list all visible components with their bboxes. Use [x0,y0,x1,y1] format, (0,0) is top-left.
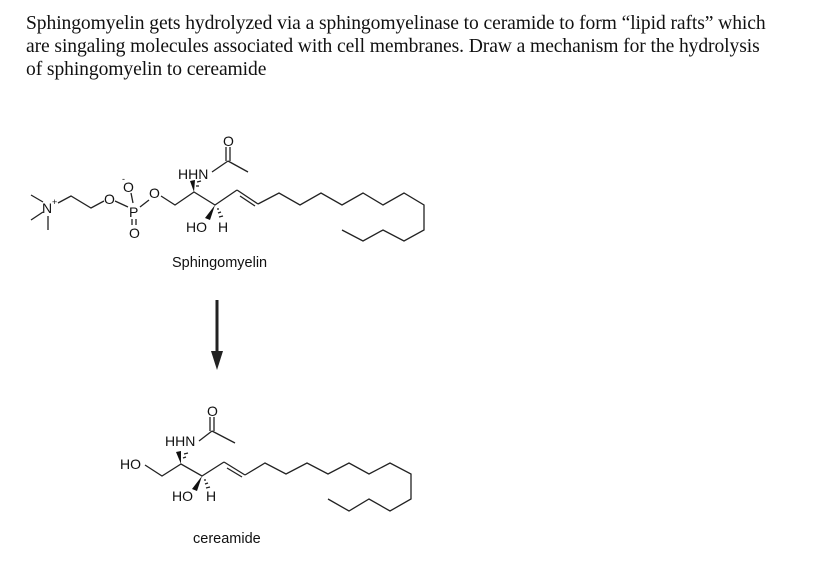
atom-amide-o: O [223,133,234,149]
atom-o-ester1: O [104,191,115,207]
ceramide-structure: HO HHN O HO H [120,403,412,512]
reactant-label: Sphingomyelin [172,255,267,271]
reaction-arrow-icon [211,300,223,370]
atom-o-minus: O [123,179,134,195]
atom-o-double: O [129,225,140,241]
atom-h: H [218,219,228,235]
atom-hhn: HHN [178,166,208,182]
atom-p: P [129,204,138,220]
atom-ho: HO [186,219,207,235]
atom-n: N [42,200,52,216]
question-line-2: are singaling molecules associated with … [26,36,760,57]
atom-ho: HO [172,488,193,504]
atom-o-ester2: O [149,185,160,201]
question-line-1: Sphingomyelin gets hydrolyzed via a sphi… [26,13,766,34]
charge-plus: + [52,197,57,207]
question-line-3: of sphingomyelin to cereamide [26,59,267,80]
sphingomyelin-structure: N + O P O - O O HHN O HO H [30,133,425,242]
atom-hhn: HHN [165,433,195,449]
product-label: cereamide [193,531,261,547]
charge-minus: - [122,174,125,184]
atom-h: H [206,488,216,504]
question-text: Sphingomyelin gets hydrolyzed via a sphi… [26,12,806,81]
atom-terminal-ho: HO [120,456,141,472]
atom-amide-o: O [207,403,218,419]
